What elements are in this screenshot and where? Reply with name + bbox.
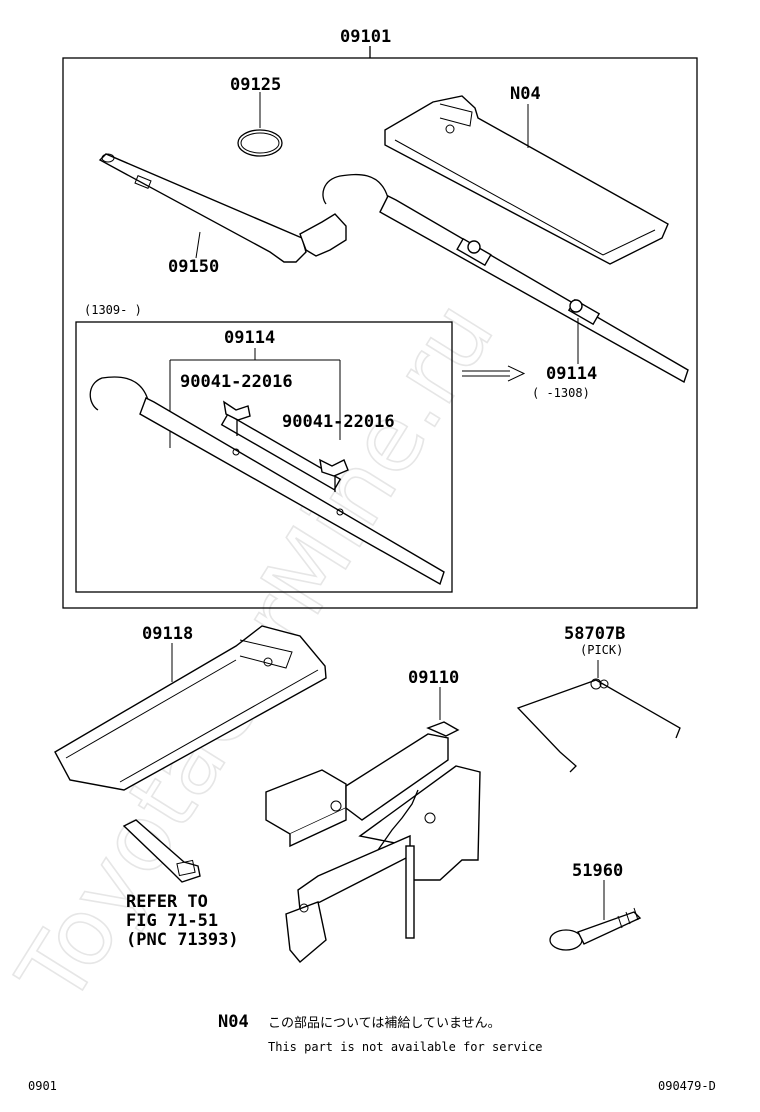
replacement-arrow	[462, 365, 526, 382]
label-refer-line3: (PNC 71393)	[126, 930, 239, 950]
handle-new	[89, 376, 445, 586]
tool-bag-upper	[384, 95, 669, 265]
label-tool-bag-upper[interactable]: N04	[510, 84, 541, 104]
label-refer-line2: FIG 71-51	[126, 911, 218, 931]
handle-new-leader	[169, 348, 341, 448]
gasket-ring	[237, 129, 283, 157]
note-japanese: この部品については補給していません。	[268, 1016, 501, 1031]
wing-bolt-2	[319, 458, 349, 492]
label-tow-hook[interactable]: 51960	[572, 861, 623, 881]
jack	[265, 721, 481, 963]
label-tool-bag-lower[interactable]: 09118	[142, 624, 193, 644]
label-pick[interactable]: 58707B	[564, 624, 625, 644]
label-jack[interactable]: 09110	[408, 668, 459, 688]
label-pick-note: (PICK)	[580, 643, 623, 657]
label-assembly[interactable]: 09101	[340, 27, 391, 47]
label-refer-line1: REFER TO	[126, 892, 208, 912]
tool-bag-lower	[54, 625, 327, 791]
label-handle-new-range: (1309- )	[84, 303, 142, 317]
label-handle-old-range: ( -1308)	[532, 386, 590, 400]
pick	[516, 678, 681, 773]
footer-left: 0901	[28, 1079, 57, 1093]
assembly-frame	[62, 57, 698, 609]
label-wing-bolt-1[interactable]: 90041-22016	[180, 372, 293, 392]
note-code: N04	[218, 1012, 249, 1032]
label-jack-handle[interactable]: 09150	[168, 257, 219, 277]
footer-right: 090479-D	[658, 1079, 716, 1093]
label-gasket[interactable]: 09125	[230, 75, 281, 95]
refer-tool	[122, 819, 201, 883]
tow-hook	[549, 907, 642, 951]
label-handle-new[interactable]: 09114	[224, 328, 275, 348]
jack-handle	[98, 153, 347, 263]
label-handle-old[interactable]: 09114	[546, 364, 597, 384]
handle-old	[322, 173, 689, 384]
jack-handle-leader	[195, 231, 201, 259]
note-english: This part is not available for service	[268, 1040, 543, 1054]
wing-bolt-1	[223, 400, 251, 436]
label-wing-bolt-2[interactable]: 90041-22016	[282, 412, 395, 432]
handle-new-frame	[75, 321, 453, 593]
